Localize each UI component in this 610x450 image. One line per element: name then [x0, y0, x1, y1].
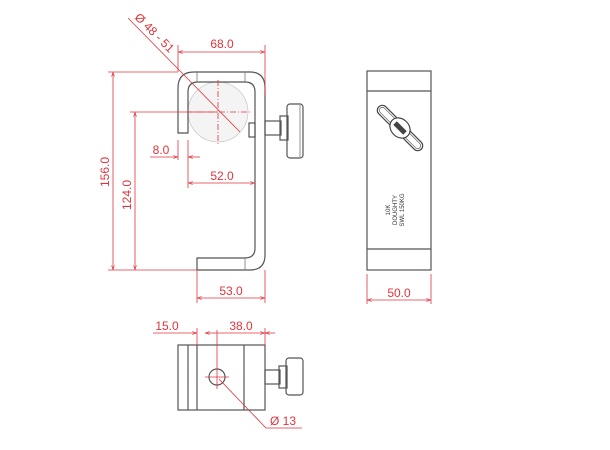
front-view: 68.0 Ø 48 - 51 156.0 124.0 8.0 52.0 53.0	[98, 10, 304, 303]
dim-bottom-text: 53.0	[219, 284, 243, 298]
side-view: 10K DOUGHTY SWL 150KG 50.0	[366, 70, 432, 304]
knob-collar	[279, 115, 289, 141]
bolt-tip	[248, 122, 256, 138]
wing-nut-logo	[376, 104, 424, 152]
dim-height-text: 156.0	[98, 157, 112, 187]
bolt-shaft	[264, 369, 281, 385]
dim-opening-text: 52.0	[210, 169, 234, 183]
label-line: SWL 150KG	[400, 193, 406, 226]
hole-leader	[218, 378, 302, 429]
wing-knob	[285, 357, 304, 396]
dim-side-width-text: 50.0	[387, 286, 411, 300]
side-body	[366, 70, 432, 271]
wing-knob	[286, 103, 304, 159]
dim-hole-pos-text: 38.0	[229, 319, 253, 333]
dim-width-text: 68.0	[210, 37, 234, 51]
bottom-view: 15.0 38.0 Ø 13	[153, 319, 304, 429]
dim-lip-text: 8.0	[153, 143, 170, 157]
knob-collar	[278, 365, 288, 389]
dim-inner-height-text: 124.0	[120, 180, 134, 210]
capacity-label: 10K DOUGHTY SWL 150KG	[386, 193, 406, 226]
diameter-leader	[127, 17, 241, 133]
dim-offset-text: 15.0	[155, 319, 179, 333]
label-line: DOUGHTY	[393, 195, 399, 225]
hook-outline	[177, 71, 266, 271]
label-line: 10K	[386, 205, 392, 216]
dim-diameter-text: Ø 48 - 51	[132, 10, 178, 56]
bolt-shaft	[264, 120, 282, 136]
bottom-body	[177, 344, 266, 411]
dim-hole-text: Ø 13	[270, 414, 296, 428]
